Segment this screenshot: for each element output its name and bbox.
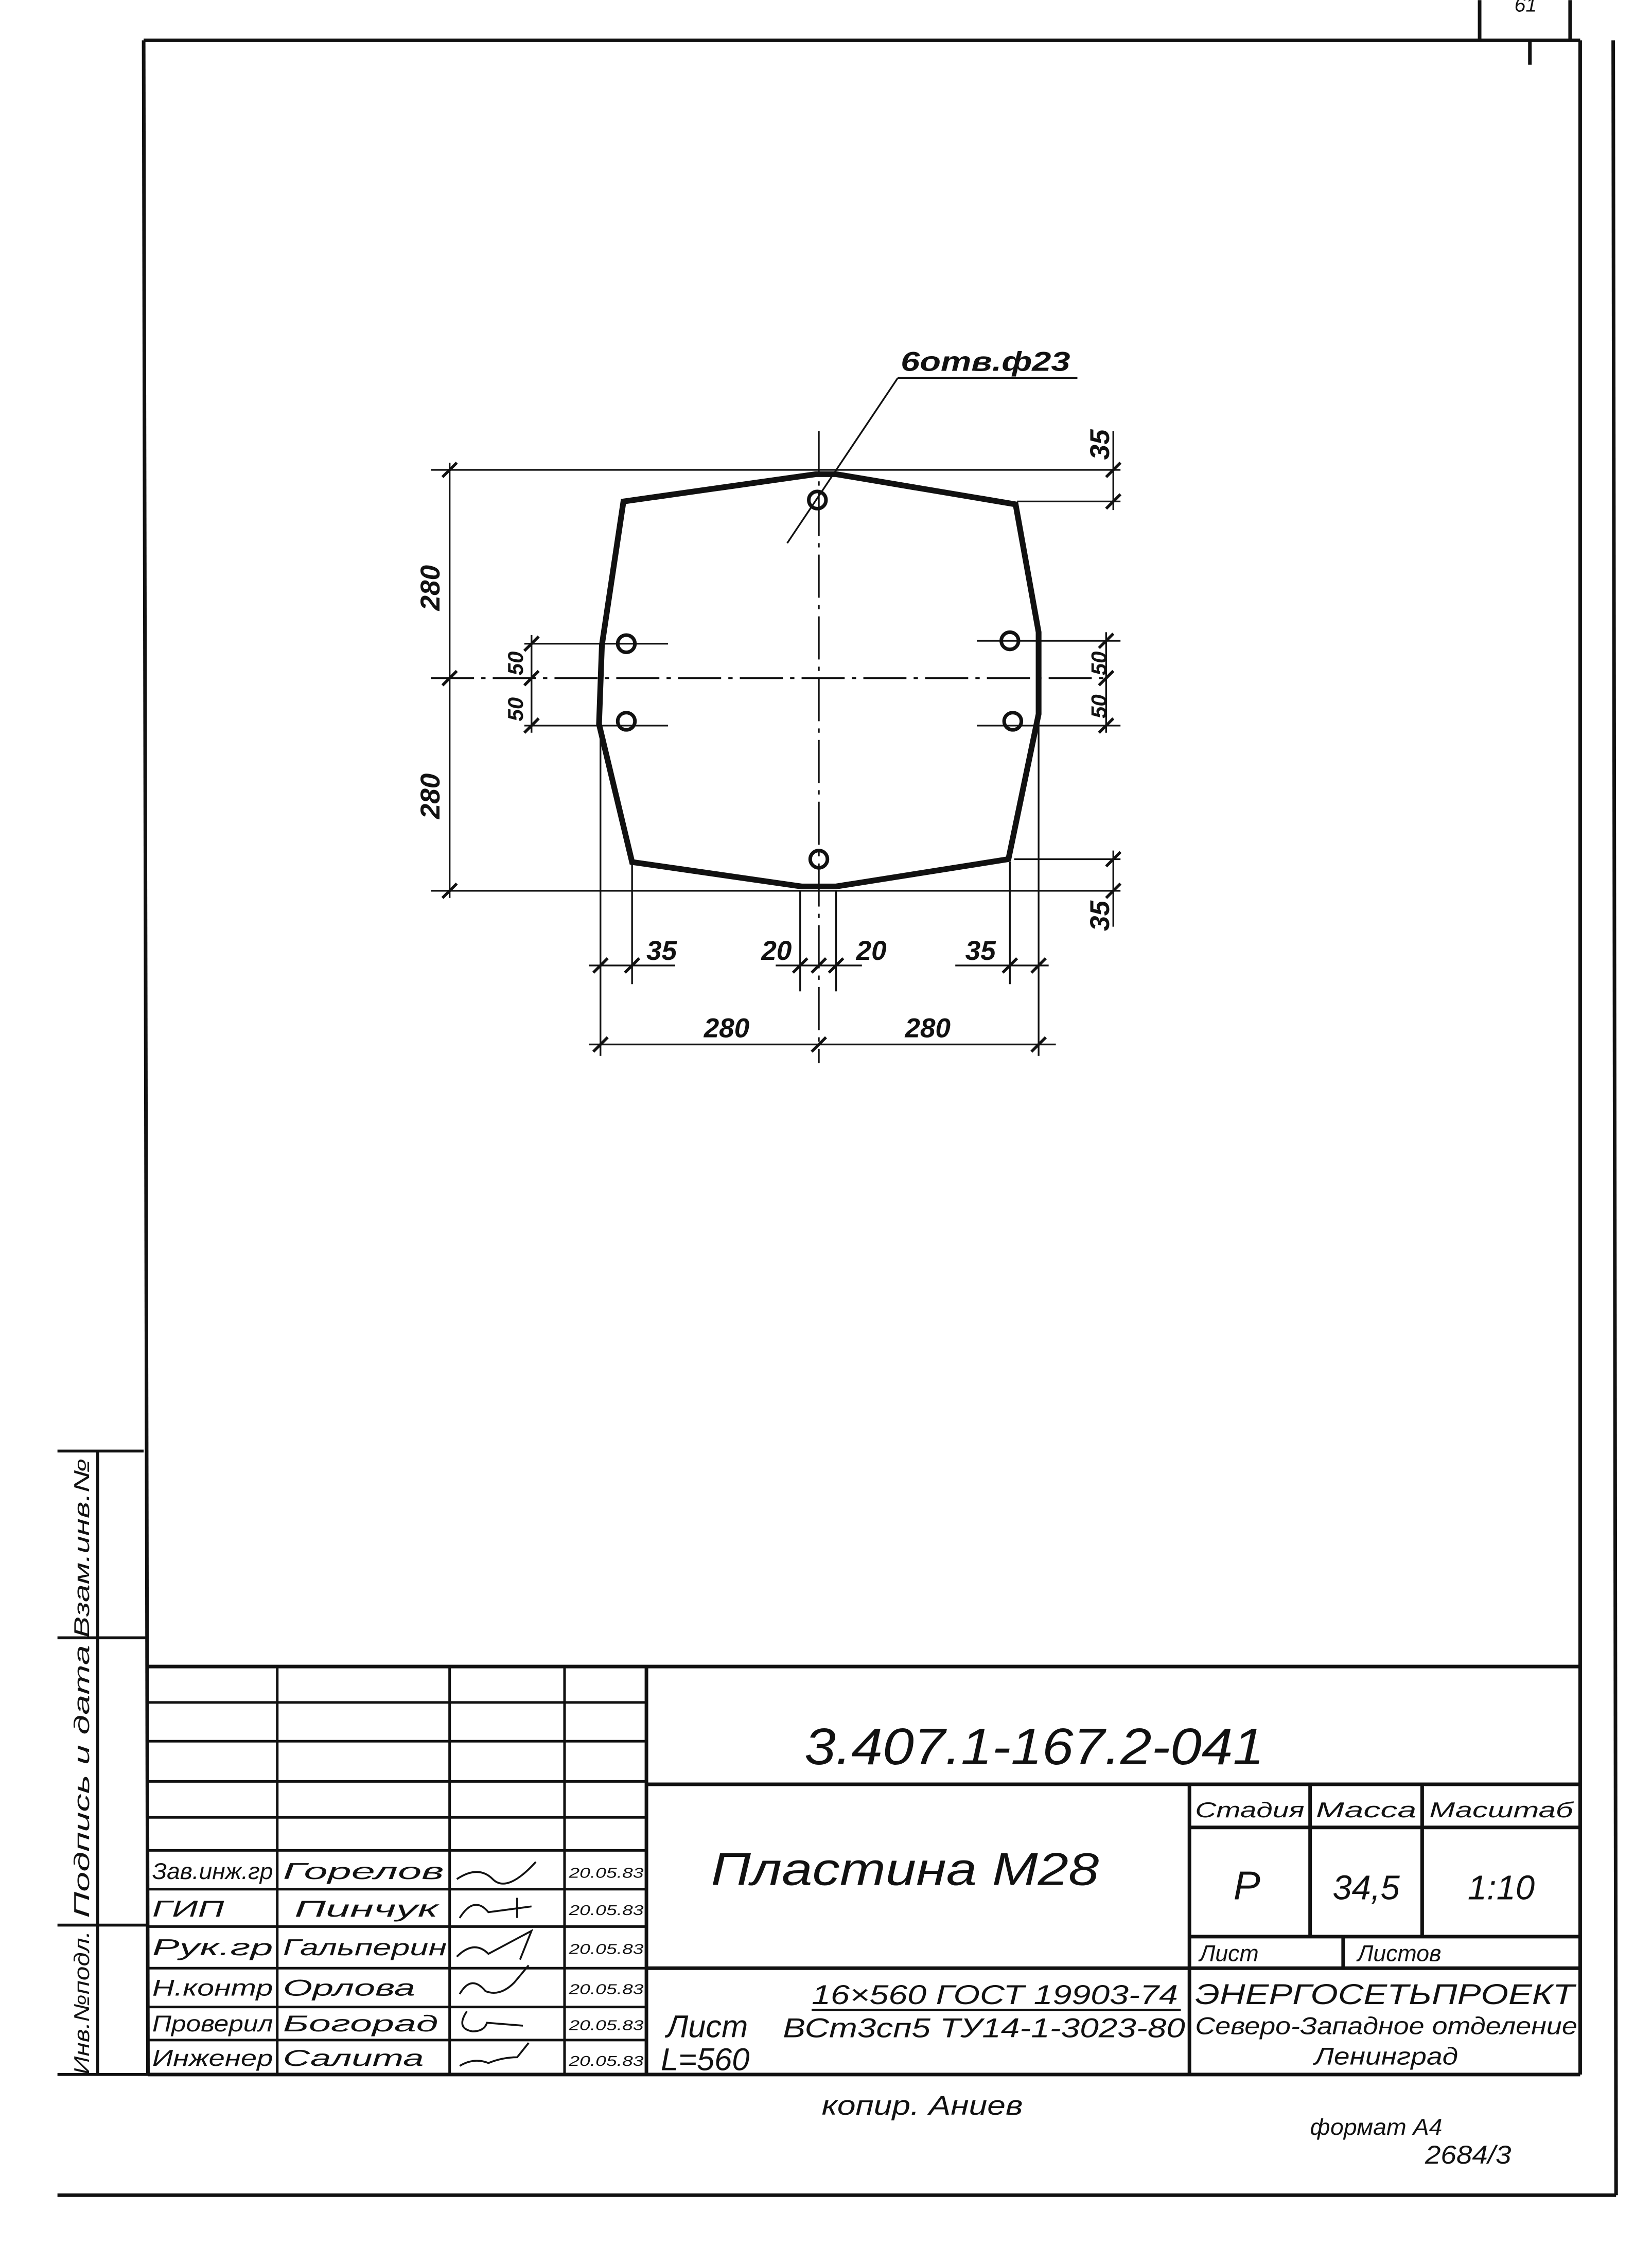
signature	[456, 1861, 537, 1885]
signature	[461, 2011, 523, 2032]
stage-label: Стадия	[1195, 1798, 1304, 1822]
signer-date: 20.05.83	[568, 1865, 644, 1881]
signature	[456, 1928, 534, 1960]
signer-row: Н.контр Орлова 20.05.83	[152, 1964, 644, 2000]
signer-date: 20.05.83	[568, 1981, 644, 1997]
signer-row: Зав.инж.гр Горелов 20.05.83	[152, 1859, 644, 1885]
hole	[1002, 711, 1024, 732]
plate-drawing: 6отв.ф23 280 280 50 50 50 50 35 35 35 20…	[415, 346, 1122, 1063]
sheets-label: Листов	[1356, 1941, 1442, 1966]
dim-right-50-bottom: 50	[1086, 694, 1111, 718]
hole	[616, 711, 637, 732]
signer-name: Салита	[283, 2046, 424, 2071]
dim-bottom-280-right: 280	[905, 1013, 951, 1044]
signer-role: Зав.инж.гр	[152, 1859, 273, 1884]
signer-role: ГИП	[152, 1897, 225, 1922]
dim-bottom-35-left: 35	[646, 936, 677, 966]
signer-name: Богорад	[283, 2011, 438, 2037]
material-standard: 16×560 ГОСТ 19903-74	[812, 1980, 1178, 2010]
signer-date: 20.05.83	[568, 1941, 644, 1957]
list-label: Лист	[664, 2009, 748, 2044]
mass-label: Масса	[1316, 1798, 1416, 1822]
side-strip: Взам.инв.№ Подпись и дата Инв.№подл.	[57, 1449, 148, 2076]
document-code: 3.407.1-167.2-041	[804, 1718, 1264, 1776]
dim-bottom-20-left: 20	[761, 936, 792, 966]
hole-callout: 6отв.ф23	[901, 346, 1070, 377]
signer-date: 20.05.83	[568, 1902, 644, 1918]
stage-value: Р	[1234, 1863, 1260, 1908]
length-value: L=560	[661, 2042, 749, 2077]
dim-bottom-35-right: 35	[965, 936, 996, 966]
dim-bottom-20-right: 20	[856, 936, 887, 966]
signer-date: 20.05.83	[568, 2053, 644, 2069]
signer-row: Инженер Салита 20.05.83	[152, 2042, 644, 2071]
sheet-format: формат А4	[1310, 2115, 1443, 2140]
signer-date: 20.05.83	[568, 2017, 644, 2033]
archive-number: 2684/3	[1425, 2140, 1512, 2169]
organization-branch: Северо-Западное отделение	[1195, 2013, 1577, 2040]
mass-value: 34,5	[1332, 1868, 1400, 1907]
organization-name: ЭНЕРГОСЕТЬПРОЕКТ	[1195, 1978, 1577, 2010]
dim-left-top: 280	[415, 565, 446, 611]
side-vzam-label: Взам.инв.№	[69, 1458, 94, 1638]
signer-name: Пинчук	[294, 1897, 440, 1922]
plate-outline	[596, 471, 1042, 890]
signer-role: Проверил	[152, 2011, 273, 2037]
scale-label: Масштаб	[1429, 1798, 1574, 1822]
signer-row: ГИП Пинчук 20.05.83	[152, 1897, 644, 1922]
side-podpis-label: Подпись и дата	[69, 1645, 94, 1918]
dim-right-top-35: 35	[1085, 429, 1115, 460]
scale-value: 1:10	[1468, 1868, 1535, 1907]
signature	[459, 1964, 530, 1995]
sheet-frame: 61	[57, 0, 1618, 2197]
hole	[807, 489, 828, 511]
copied-by: копир. Аниев	[822, 2091, 1023, 2121]
signer-role: Рук.гр	[152, 1935, 273, 1960]
footer: копир. Аниев формат А4 2684/3	[822, 2091, 1512, 2169]
dim-right-50-top: 50	[1086, 652, 1111, 676]
dim-left-50-top: 50	[503, 652, 528, 676]
signer-role: Инженер	[152, 2046, 273, 2071]
signature	[459, 1898, 532, 1919]
dim-right-bottom-35: 35	[1085, 900, 1115, 931]
hole	[808, 849, 830, 870]
sheet-label: Лист	[1198, 1941, 1259, 1966]
signer-role: Н.контр	[152, 1975, 273, 2000]
signer-name: Гальперин	[283, 1935, 447, 1960]
part-name: Пластина М28	[711, 1843, 1099, 1894]
signature	[459, 2042, 530, 2067]
signer-name: Орлова	[283, 1975, 415, 2000]
material-grade: ВСт3сп5 ТУ14-1-3023-80	[783, 2013, 1185, 2043]
dim-left-50-bottom: 50	[503, 697, 528, 722]
title-block: 3.407.1-167.2-041 Пластина М28 Стадия Ма…	[148, 1664, 1580, 2077]
organization-city: Ленинград	[1313, 2043, 1458, 2070]
signer-row: Рук.гр Гальперин 20.05.83	[152, 1928, 644, 1960]
dim-bottom-280-left: 280	[704, 1013, 749, 1044]
side-inv-label: Инв.№подл.	[69, 1931, 94, 2075]
dim-left-bottom: 280	[415, 774, 446, 819]
signer-name: Горелов	[283, 1859, 444, 1884]
page-number: 61	[1515, 0, 1537, 16]
signer-row: Проверил Богорад 20.05.83	[152, 2011, 644, 2037]
